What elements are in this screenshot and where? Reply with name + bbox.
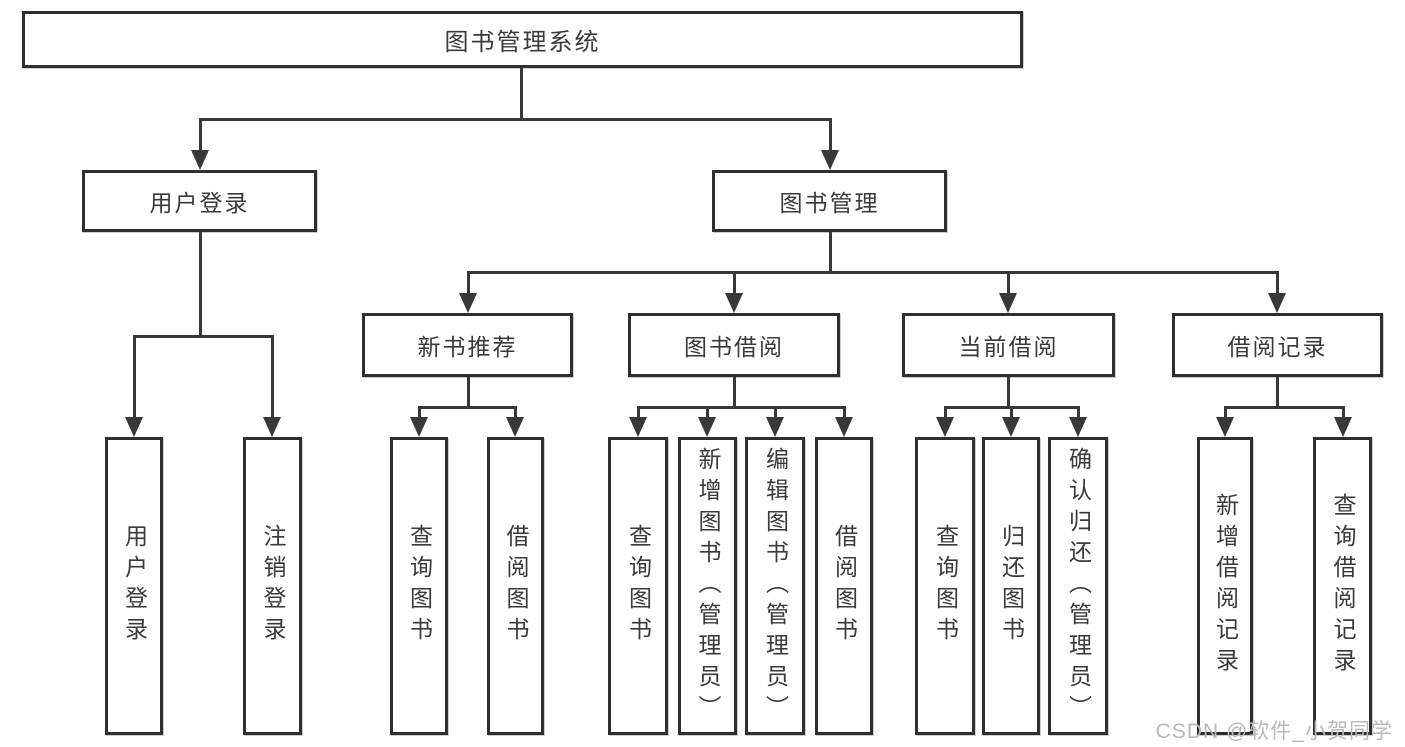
arrow-down-icon	[125, 417, 143, 437]
connector-br-leaf2	[1342, 406, 1345, 420]
connector-to-leaf-logout	[271, 335, 274, 419]
leaf-logout: 注销登录	[243, 437, 302, 735]
connector-nb-rail	[418, 406, 516, 409]
arrow-down-icon	[1216, 417, 1234, 437]
arrow-down-icon	[506, 417, 524, 437]
node-book-management-label: 图书管理	[779, 190, 880, 216]
connector-nb-leaf1	[418, 406, 421, 420]
leaf-user-login: 用户登录	[105, 437, 163, 735]
leaf-cb-query-books: 查询图书	[915, 437, 975, 735]
connector-br-stem	[1276, 377, 1279, 408]
connector-to-borrowing-records	[1276, 271, 1279, 296]
node-book-borrowing-label: 图书借阅	[684, 334, 784, 360]
arrow-down-icon	[1334, 417, 1352, 437]
leaf-cb-return-books: 归还图书	[982, 437, 1040, 735]
node-current-borrowing-label: 当前借阅	[958, 334, 1059, 360]
leaf-nb-query-books: 查询图书	[390, 437, 448, 735]
connector-bb-stem	[733, 377, 736, 408]
connector-cb-stem	[1007, 377, 1010, 408]
node-library-system: 图书管理系统	[22, 11, 1023, 68]
leaf-cb-confirm-return-admin: 确认归还（管理员）	[1048, 437, 1108, 735]
connector-root-to-book-management	[829, 118, 832, 152]
leaf-bb-borrow-books-label: 借阅图书	[831, 524, 858, 648]
leaf-logout-label: 注销登录	[260, 524, 286, 648]
connector-to-new-book-recommendation	[467, 271, 470, 296]
connector-root-to-user-login	[199, 118, 202, 152]
arrow-down-icon	[725, 293, 743, 313]
connector-bb-leaf2	[706, 406, 709, 420]
connector-br-rail	[1224, 406, 1344, 409]
leaf-bb-borrow-books: 借阅图书	[815, 437, 873, 735]
connector-bb-leaf3	[774, 406, 777, 420]
node-user-login-label: 用户登录	[149, 190, 250, 216]
connector-book-management-stem	[829, 232, 832, 273]
connector-to-book-borrowing	[733, 271, 736, 296]
arrow-down-icon	[698, 417, 716, 437]
connector-nb-stem	[467, 377, 470, 408]
leaf-br-query-borrow-record: 查询借阅记录	[1313, 437, 1372, 735]
node-borrowing-records-label: 借阅记录	[1227, 334, 1328, 360]
arrow-down-icon	[1268, 293, 1286, 313]
leaf-bb-edit-books-admin-label: 编辑图书（管理员）	[762, 446, 789, 726]
arrow-down-icon	[821, 150, 839, 170]
arrow-down-icon	[1069, 417, 1087, 437]
connector-to-current-borrowing	[1007, 271, 1010, 296]
leaf-br-add-borrow-record: 新增借阅记录	[1197, 437, 1253, 735]
leaf-cb-return-books-label: 归还图书	[998, 524, 1025, 648]
connector-bb-rail	[637, 406, 845, 409]
node-current-borrowing: 当前借阅	[902, 313, 1115, 377]
node-library-system-label: 图书管理系统	[444, 29, 601, 56]
leaf-nb-query-books-label: 查询图书	[406, 524, 433, 648]
connector-cb-leaf2	[1010, 406, 1013, 420]
leaf-bb-edit-books-admin: 编辑图书（管理员）	[745, 437, 805, 735]
connector-root-stem	[520, 68, 523, 118]
leaf-cb-confirm-return-admin-label: 确认归还（管理员）	[1065, 446, 1092, 726]
node-new-book-recommendation: 新书推荐	[362, 313, 573, 377]
arrow-down-icon	[191, 150, 209, 170]
connector-root-rail	[199, 118, 832, 121]
leaf-br-add-borrow-record-label: 新增借阅记录	[1212, 493, 1239, 679]
leaf-bb-add-books-admin-label: 新增图书（管理员）	[695, 446, 721, 726]
connector-user-login-rail	[133, 335, 274, 338]
connector-bb-leaf4	[843, 406, 846, 420]
node-book-borrowing: 图书借阅	[628, 313, 840, 377]
leaf-bb-query-books-label: 查询图书	[625, 524, 652, 648]
leaf-cb-query-books-label: 查询图书	[932, 524, 959, 648]
node-book-management: 图书管理	[712, 170, 947, 232]
arrow-down-icon	[835, 417, 853, 437]
arrow-down-icon	[410, 417, 428, 437]
leaf-bb-add-books-admin: 新增图书（管理员）	[678, 437, 737, 735]
connector-book-management-rail	[467, 271, 1278, 274]
connector-br-leaf1	[1224, 406, 1227, 420]
node-user-login: 用户登录	[82, 170, 317, 232]
watermark: CSDN @软件_小贺同学	[1155, 720, 1393, 743]
arrow-down-icon	[766, 417, 784, 437]
connector-bb-leaf1	[637, 406, 640, 420]
leaf-nb-borrow-books-label: 借阅图书	[503, 524, 529, 648]
arrow-down-icon	[629, 417, 647, 437]
arrow-down-icon	[936, 417, 954, 437]
arrow-down-icon	[1002, 417, 1020, 437]
connector-cb-leaf3	[1077, 406, 1080, 420]
leaf-user-login-label: 用户登录	[121, 524, 148, 648]
connector-to-leaf-user-login	[133, 335, 136, 419]
connector-nb-leaf2	[514, 406, 517, 420]
leaf-nb-borrow-books: 借阅图书	[487, 437, 544, 735]
connector-cb-leaf1	[944, 406, 947, 420]
node-borrowing-records: 借阅记录	[1172, 313, 1383, 377]
arrow-down-icon	[263, 417, 281, 437]
node-new-book-recommendation-label: 新书推荐	[417, 334, 518, 360]
arrow-down-icon	[999, 293, 1017, 313]
leaf-bb-query-books: 查询图书	[608, 437, 668, 735]
connector-user-login-stem	[199, 232, 202, 335]
arrow-down-icon	[459, 293, 477, 313]
leaf-br-query-borrow-record-label: 查询借阅记录	[1330, 493, 1356, 679]
